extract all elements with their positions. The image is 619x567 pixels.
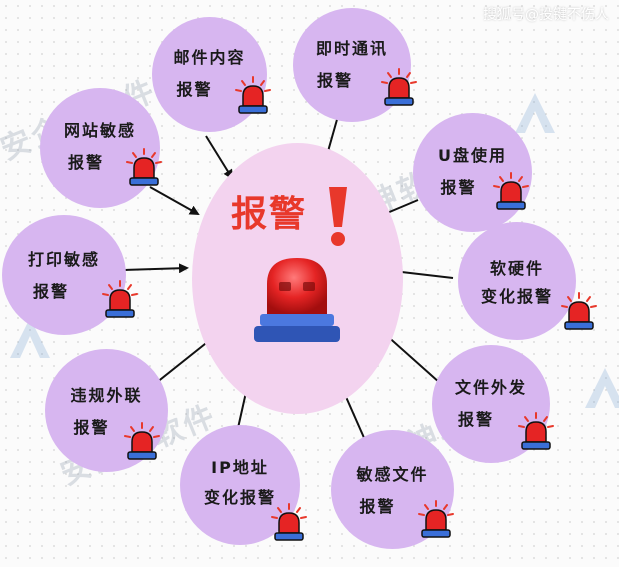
siren-icon [418,500,454,538]
node-label-line2: 报警 [457,410,494,429]
node-label-line1: U盘使用 [438,146,507,165]
siren-icon [126,148,162,186]
brand-logo-icon [10,318,50,358]
node-label-line1: 违规外联 [70,386,143,405]
node-label-line1: 即时通讯 [315,39,388,58]
exclamation-icon [329,187,347,246]
node-label-line2: 报警 [440,178,477,197]
node-hardware-alert: 软硬件 变化报警 [458,222,576,340]
node-label-line1: IP地址 [211,458,269,477]
brand-logo-icon [515,93,555,133]
node-label-line2: 报警 [316,71,353,90]
siren-icon [493,172,529,210]
siren-icon [518,412,554,450]
siren-icon [102,280,138,318]
node-label-line2: 报警 [67,153,104,172]
arrow-print [124,263,189,274]
node-web-alert: 网站敏感 报警 [40,88,160,208]
siren-icon [271,503,307,541]
siren-icon [381,68,417,106]
siren-icon [235,76,271,114]
siren-icon [124,422,160,460]
arrow-email [205,135,234,180]
node-label-line1: 软硬件 [489,259,544,278]
node-label-line2: 报警 [176,80,213,99]
arrow-web [149,186,200,215]
node-usb-alert: U盘使用 报警 [413,113,532,232]
node-label-line1: 敏感文件 [356,465,429,484]
node-label-line2: 变化报警 [480,287,553,306]
node-label-line2: 报警 [32,282,69,301]
siren-icon [254,258,340,342]
node-label-line1: 网站敏感 [63,121,136,140]
center-title: 报警 [231,194,308,235]
node-label-line2: 报警 [359,497,396,516]
arrow-hw [391,266,454,279]
source-watermark: 搜狐号@投键不伤人 [483,7,609,23]
brand-logo-icon [585,368,619,408]
node-label-line2: 报警 [73,418,110,437]
node-label-line2: 变化报警 [203,488,276,507]
node-label-line1: 邮件内容 [173,48,246,67]
node-label-line1: 打印敏感 [27,250,100,269]
node-print-alert: 打印敏感 报警 [2,215,126,335]
siren-icon [561,292,597,330]
node-label-line1: 文件外发 [454,378,527,397]
